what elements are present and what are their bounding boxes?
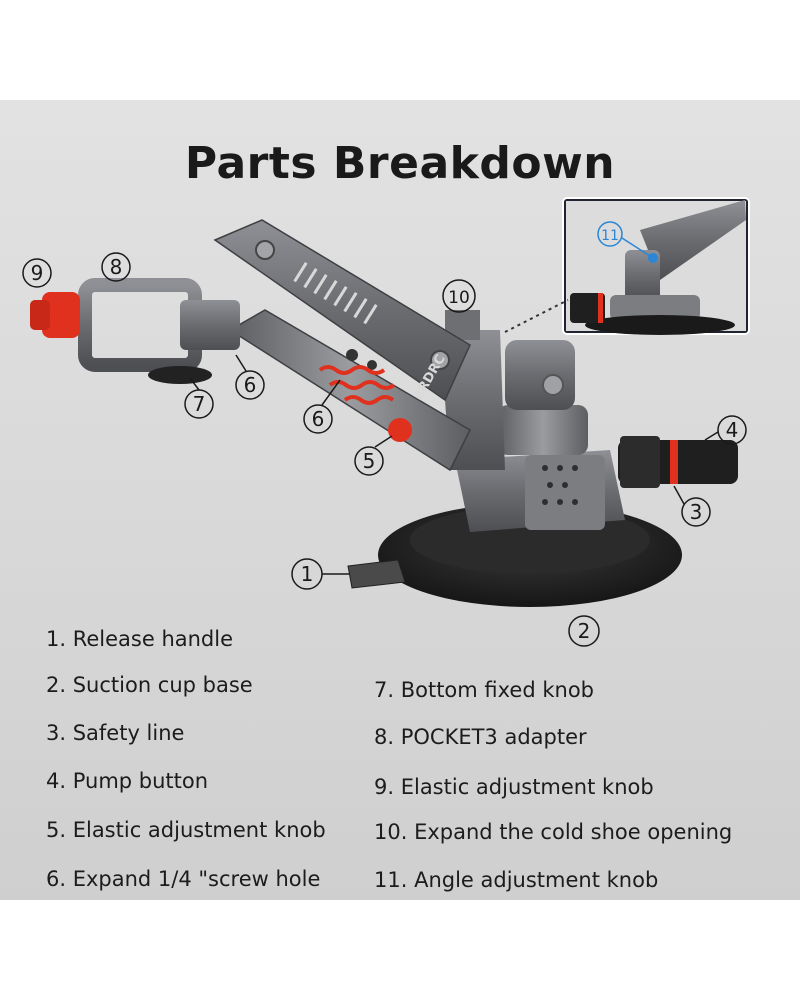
part-label-9: 9. Elastic adjustment knob: [374, 775, 654, 799]
callout-text: 4: [726, 418, 739, 442]
callout-2: [568, 615, 600, 647]
callout-text: 3: [690, 500, 703, 524]
callout-6a: [235, 370, 265, 400]
callout-text: 6: [244, 373, 257, 397]
callout-text: 8: [110, 255, 123, 279]
callout-10: [442, 279, 476, 313]
callout-11: [597, 221, 623, 247]
callout-text: 10: [448, 288, 470, 308]
callout-4: [717, 415, 747, 445]
callout-8: [101, 252, 131, 282]
part-label-3: 3. Safety line: [46, 721, 185, 745]
part-label-5: 5. Elastic adjustment knob: [46, 818, 326, 842]
part-label-1: 1. Release handle: [46, 627, 234, 651]
callout-text: 6: [312, 407, 325, 431]
part-label-7: 7. Bottom fixed knob: [374, 678, 594, 702]
elastic-knob-red: [42, 292, 80, 338]
spring-red: [318, 365, 396, 405]
callout-5: [354, 446, 384, 476]
elastic-knob-lower: [388, 418, 412, 442]
callout-text: 9: [31, 261, 44, 285]
release-handle: [347, 559, 406, 589]
callout-text: 1: [301, 562, 314, 586]
callout-text: 5: [363, 449, 376, 473]
part-label-4: 4. Pump button: [46, 769, 209, 793]
part-label-6: 6. Expand 1/4 "screw hole: [46, 867, 321, 891]
upper-arm: [213, 219, 471, 402]
callout-text: 7: [193, 392, 206, 416]
callout-6b: [303, 404, 333, 434]
part-label-2: 2. Suction cup base: [46, 673, 253, 697]
callout-text: 11: [601, 228, 619, 244]
page-title: Parts Breakdown: [184, 138, 616, 189]
part-label-10: 10. Expand the cold shoe opening: [374, 820, 733, 844]
callout-9: [22, 258, 52, 288]
callout-3: [681, 497, 711, 527]
part-label-11: 11. Angle adjustment knob: [374, 868, 659, 892]
part-label-8: 8. POCKET3 adapter: [374, 725, 587, 749]
pocket3-adapter: [78, 278, 202, 372]
callout-text: 2: [578, 619, 591, 643]
